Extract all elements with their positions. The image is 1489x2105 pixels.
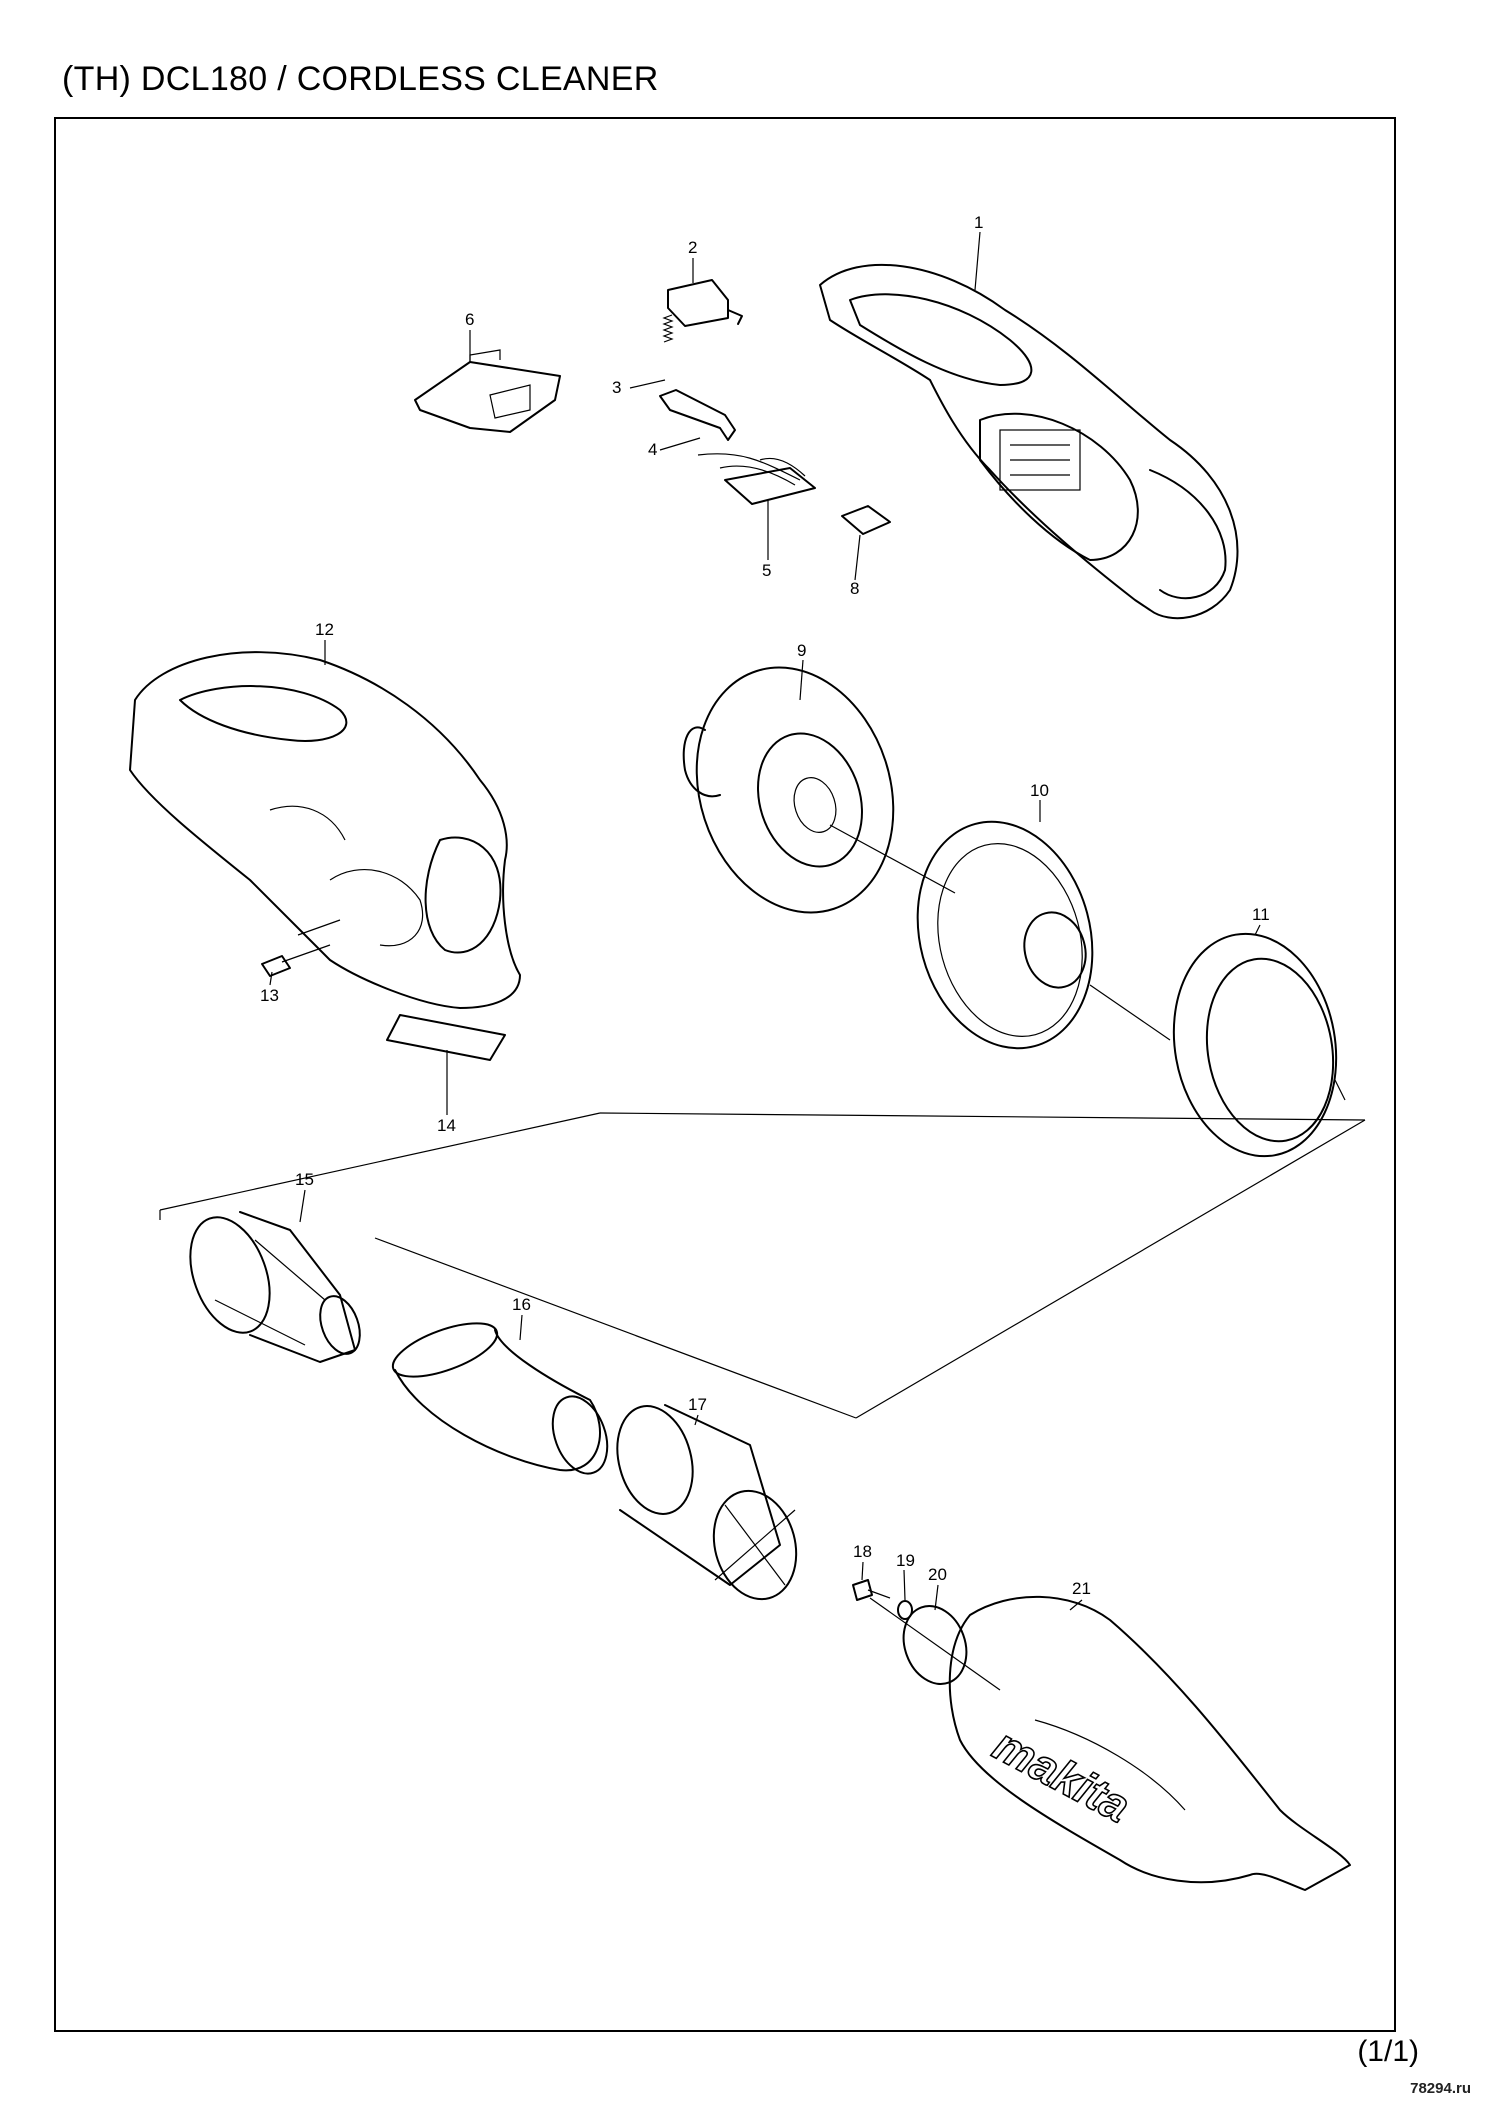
part-10-fan-cover: [916, 820, 1094, 1050]
callout-14: 14: [437, 1116, 456, 1135]
callout-20: 20: [928, 1565, 947, 1584]
part-13-screw: [261, 944, 331, 977]
makita-logo: makita: [985, 1718, 1138, 1832]
callout-18: 18: [853, 1542, 872, 1561]
part-1-housing-right: [819, 263, 1239, 620]
part-15-prefilter-cage: [189, 1211, 361, 1363]
callout-11: 11: [1252, 905, 1270, 924]
leader-lines: [269, 231, 1346, 1691]
callout-4: 4: [648, 440, 657, 459]
callout-15: 15: [295, 1170, 314, 1189]
callout-5: 5: [762, 561, 771, 580]
diagram-frame: [54, 117, 1396, 2032]
part-4-lever: [659, 389, 736, 441]
part-17-filter-frame: [616, 1404, 798, 1601]
callout-12: 12: [315, 620, 334, 639]
part-2-micro-switch: [667, 279, 743, 327]
callout-2: 2: [688, 238, 697, 257]
part-5-controller-board: [697, 453, 816, 505]
part-20-flap-valve: [902, 1605, 968, 1685]
assembly-group-outline: [159, 1112, 1366, 1419]
page-title: (TH) DCL180 / CORDLESS CLEANER: [62, 60, 659, 98]
callout-21: 21: [1072, 1579, 1091, 1598]
callout-19: 19: [896, 1551, 915, 1570]
callout-9: 9: [797, 641, 806, 660]
part-12-housing-left: [129, 651, 521, 1009]
part-3-spring: [662, 314, 674, 343]
part-9-motor-fan: [682, 666, 895, 914]
callout-17: 17: [688, 1395, 707, 1414]
part-18-bolt: [852, 1579, 891, 1601]
callout-1: 1: [974, 213, 983, 232]
part-8-pad: [841, 505, 891, 535]
part-21-nozzle: makita: [948, 1595, 1351, 1891]
part-callouts: 1 2 3 4 5 6 8 9 10 11 12 13 14 15 16 17 …: [260, 213, 1270, 1598]
watermark: 78294.ru: [1410, 2080, 1471, 2097]
callout-6: 6: [465, 310, 474, 329]
callout-13: 13: [260, 986, 279, 1005]
callout-3: 3: [612, 378, 621, 397]
part-16-filter-cone: [391, 1322, 609, 1475]
callout-10: 10: [1030, 781, 1049, 800]
part-11-ring: [1172, 932, 1338, 1158]
page-indicator: (1/1): [1357, 2035, 1419, 2068]
part-14-label: [386, 1014, 506, 1061]
callout-8: 8: [850, 579, 859, 598]
part-19-washer: [897, 1600, 913, 1620]
callout-16: 16: [512, 1295, 531, 1314]
part-6-terminal: [414, 349, 561, 433]
